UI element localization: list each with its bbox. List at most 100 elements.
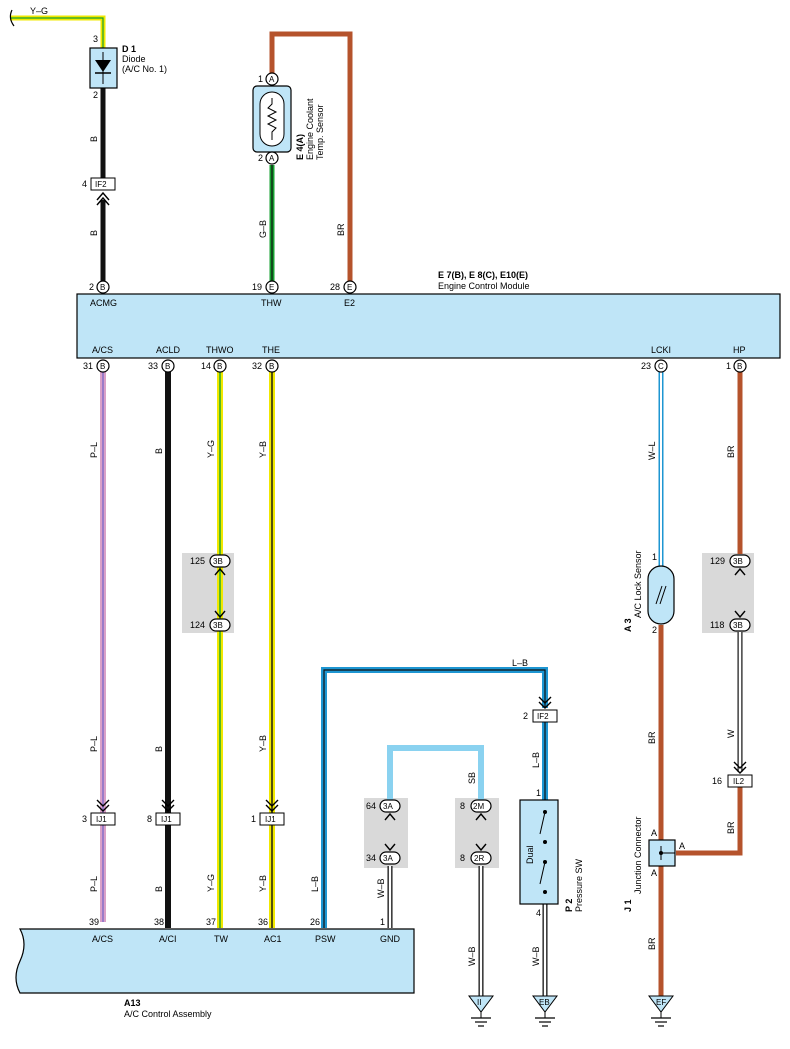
connector-2m: [470, 799, 492, 821]
sensor-name1: Engine Coolant: [305, 98, 315, 160]
pin-hp: B: [733, 359, 747, 373]
pin-thw: E: [265, 280, 279, 294]
wire-label-wb1: W–B: [376, 878, 386, 898]
ground-ef-label: EF: [656, 998, 666, 1007]
connector-3b-124: [209, 610, 231, 632]
wire-label-b1: B: [89, 136, 99, 142]
wire-sb: [387, 745, 484, 806]
pin-num-2m: 8: [460, 801, 465, 811]
connector-ij1-b: [155, 799, 181, 826]
connector-3b-129: [729, 554, 751, 576]
wire-br-il2: [676, 786, 743, 856]
connector-if2-bottom-label: IF2: [537, 712, 549, 721]
ecm-term-hp: HP: [733, 345, 746, 355]
pin-acs: B: [96, 359, 110, 373]
connector-3a-64-label: 3A: [383, 802, 393, 811]
wire-label-pl3: P–L: [89, 876, 99, 892]
pin-acld: B: [161, 359, 175, 373]
ecm-term-acs: A/CS: [92, 345, 113, 355]
lock-sensor-name: A/C Lock Sensor: [633, 550, 643, 618]
connector-2r: [470, 843, 492, 865]
pin-num-118: 118: [710, 620, 724, 630]
diode-name: Diode: [122, 54, 146, 64]
pin-e4-2: A: [265, 151, 279, 165]
svg-text:B: B: [100, 362, 105, 371]
wire-label-lb-top: L–B: [512, 658, 528, 668]
pin-thwo: B: [213, 359, 227, 373]
pin-num-hp: 1: [726, 361, 731, 371]
ac-assembly-id: A13: [124, 998, 141, 1008]
pin-num-if2-a: 4: [82, 179, 87, 189]
ecm-term-thwo: THWO: [206, 345, 234, 355]
connector-ij1-c: [259, 799, 285, 826]
wire-label-b5: B: [154, 886, 164, 892]
wire-label-gb: G–B: [258, 220, 268, 238]
ground-ii: [468, 995, 494, 1027]
wire-label-wl: W–L: [647, 441, 657, 460]
pin-num-2r: 8: [460, 853, 465, 863]
pin-num-e4-2: 2: [258, 153, 263, 163]
junction-pin-a-top: A: [651, 828, 657, 838]
ecm-term-acmg: ACMG: [90, 298, 117, 308]
pin-num-34: 34: [366, 853, 376, 863]
ac-term-acs: A/CS: [92, 934, 113, 944]
pin-num-acld: 33: [148, 361, 158, 371]
diode-id: D 1: [122, 44, 136, 54]
pin-num-64: 64: [366, 801, 376, 811]
svg-text:B: B: [100, 283, 105, 292]
pin-num-p2-4: 4: [536, 908, 541, 918]
pin-num-26: 26: [310, 917, 320, 927]
pin-e2: E: [343, 280, 357, 294]
pressure-switch-name: Pressure SW: [574, 858, 584, 912]
ecm-term-e2: E2: [344, 298, 355, 308]
connector-3a-64: [379, 799, 401, 821]
wire-br-e2: [269, 31, 353, 285]
wire-label-lb3: L–B: [310, 876, 320, 892]
pin-num-acmg: 2: [89, 282, 94, 292]
connector-il2-label: IL2: [733, 777, 745, 786]
connector-ij1-c-label: IJ1: [265, 815, 276, 824]
wire-label-w: W: [726, 729, 736, 738]
pin-num-ij1-b: 8: [147, 814, 152, 824]
pin-num-124: 124: [190, 620, 205, 630]
connector-il2: [727, 761, 753, 788]
pin-num-129: 129: [710, 556, 725, 566]
junction-pin-a-bottom: A: [651, 868, 657, 878]
connector-3a-34-label: 3A: [383, 854, 393, 863]
connector-2m-label: 2M: [473, 802, 484, 811]
ecm-box: [76, 293, 781, 359]
pin-num-e4-1: 1: [258, 74, 263, 84]
pin-num-il2: 16: [712, 776, 722, 786]
wire-label-yb1: Y–B: [258, 441, 268, 458]
ecm-term-acld: ACLD: [156, 345, 181, 355]
lock-sensor-a3: [647, 565, 675, 625]
junction-connector-j1: [648, 839, 676, 867]
ac-term-tw: TW: [214, 934, 228, 944]
wire-label-wb3: W–B: [531, 946, 541, 966]
connector-3b-118-label: 3B: [733, 621, 743, 630]
ac-term-ac1: AC1: [264, 934, 282, 944]
svg-text:B: B: [217, 362, 222, 371]
wire-label-sb: SB: [467, 772, 477, 784]
svg-text:A: A: [269, 75, 275, 84]
ac-term-gnd: GND: [380, 934, 401, 944]
junction-name: Junction Connector: [633, 816, 643, 894]
pressure-switch-id: P 2: [564, 899, 574, 912]
wire-yg-top: [9, 9, 106, 48]
pin-num-38: 38: [154, 917, 164, 927]
connector-3b-129-label: 3B: [733, 557, 743, 566]
pressure-switch-p2: [519, 799, 559, 905]
connector-3b-125: [209, 554, 231, 576]
wire-label-b2: B: [89, 230, 99, 236]
connector-3a-34: [379, 843, 401, 865]
pin-num-a3-1: 1: [652, 552, 657, 562]
pin-num-d1-top: 3: [93, 34, 98, 44]
pin-num-1: 1: [380, 917, 385, 927]
wire-label-br-j: BR: [647, 731, 657, 744]
wire-label-yg3: Y–G: [206, 874, 216, 892]
wire-label-br-e2: BR: [336, 223, 346, 236]
wire-label-pl1: P–L: [89, 442, 99, 458]
wire-label-pl2: P–L: [89, 736, 99, 752]
pin-num-ij1-c: 1: [251, 814, 256, 824]
